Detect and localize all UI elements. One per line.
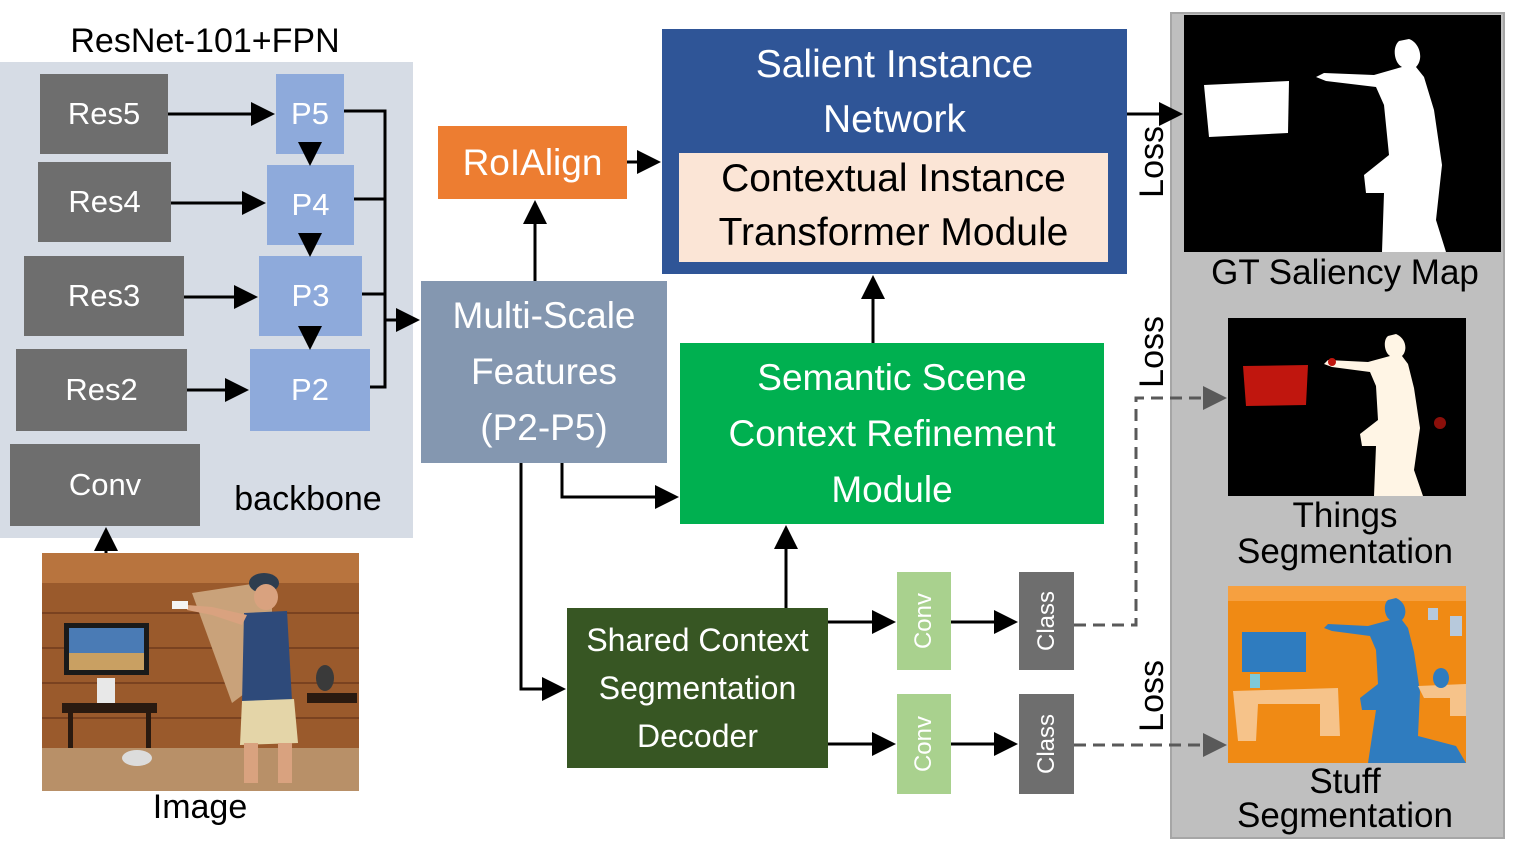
input-image-label: Image xyxy=(152,788,248,826)
multiscale-line3: (P2-P5) xyxy=(480,407,608,448)
input-image xyxy=(42,553,359,791)
things-label-line2: Segmentation xyxy=(1237,532,1453,571)
arrow-multiscale-sscr xyxy=(560,463,679,509)
things-segmentation-image xyxy=(1228,318,1466,496)
semantic-scene-context-refinement-block: Semantic Scene Context Refinement Module xyxy=(680,343,1104,524)
roialign-block: RoIAlign xyxy=(438,126,627,199)
gt-saliency-map-image xyxy=(1184,15,1501,252)
sin-title-line2: Network xyxy=(822,98,967,141)
fpn-bracket xyxy=(344,109,387,389)
stuff-label-line2: Segmentation xyxy=(1237,796,1453,835)
backbone-label: backbone xyxy=(234,480,382,518)
backbone-title: ResNet-101+FPN xyxy=(70,22,340,60)
cit-line1: Contextual Instance xyxy=(721,157,1066,200)
salient-instance-network-block: Salient Instance Network Contextual Inst… xyxy=(662,29,1127,274)
decoder-line3: Decoder xyxy=(637,718,758,754)
things-label-line1: Things xyxy=(1292,496,1398,535)
sscr-line3: Module xyxy=(831,468,953,510)
multiscale-line1: Multi-Scale xyxy=(452,295,636,336)
arrow-multiscale-decoder xyxy=(519,463,566,701)
res5-block: Res5 xyxy=(40,74,168,154)
things-conv-head: Conv xyxy=(897,572,951,670)
sin-title-line1: Salient Instance xyxy=(755,43,1034,86)
cit-line2: Transformer Module xyxy=(718,211,1069,254)
multiscale-features-block: Multi-Scale Features (P2-P5) xyxy=(421,281,667,463)
sscr-line1: Semantic Scene xyxy=(757,356,1027,398)
p4-block: P4 xyxy=(267,165,354,245)
shared-context-decoder-block: Shared Context Segmentation Decoder xyxy=(567,608,828,768)
stuff-segmentation-image xyxy=(1228,586,1466,763)
stuff-label-line1: Stuff xyxy=(1309,762,1381,801)
p5-block: P5 xyxy=(276,74,344,154)
stuff-class-head: Class xyxy=(1019,694,1074,794)
stuff-conv-head: Conv xyxy=(897,694,951,794)
sscr-line2: Context Refinement xyxy=(728,412,1056,454)
conv-block: Conv xyxy=(10,444,200,526)
p2-block: P2 xyxy=(250,349,370,431)
contextual-instance-transformer-block: Contextual Instance Transformer Module xyxy=(679,153,1108,262)
res2-block: Res2 xyxy=(16,349,187,431)
decoder-line2: Segmentation xyxy=(598,670,797,706)
things-class-head: Class xyxy=(1019,572,1074,670)
gt-saliency-map-label: GT Saliency Map xyxy=(1211,253,1479,292)
dashed-class-things-loss xyxy=(1074,386,1227,627)
decoder-line1: Shared Context xyxy=(586,622,809,658)
res3-block: Res3 xyxy=(24,256,184,336)
multiscale-line2: Features xyxy=(470,351,617,392)
res4-block: Res4 xyxy=(38,162,171,242)
p3-block: P3 xyxy=(259,256,362,336)
